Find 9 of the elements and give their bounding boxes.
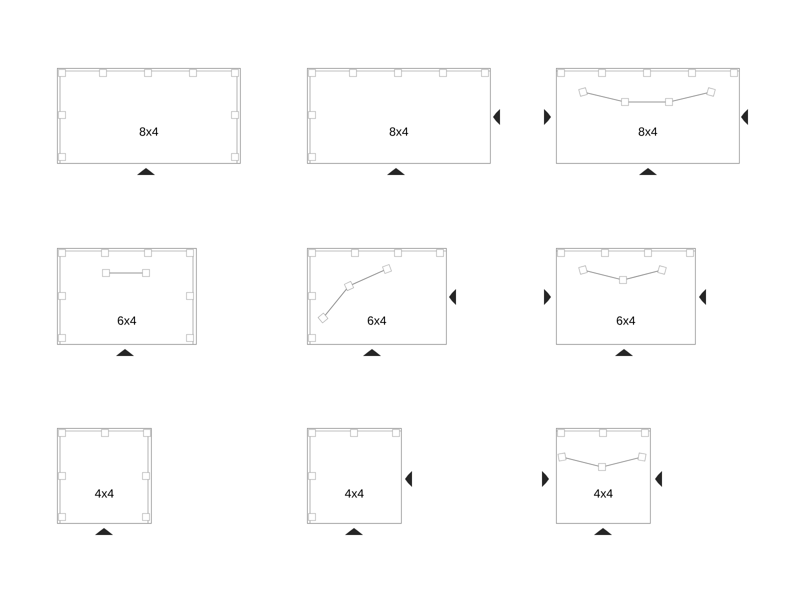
booth-box: 4x4 [556,428,651,524]
booth-box: 6x4 [57,248,197,345]
booth-box: 4x4 [57,428,152,524]
booth-box: 4x4 [307,428,402,524]
booth-box: 8x4 [556,68,740,164]
booth-box: 6x4 [307,248,447,345]
booth-box: 8x4 [307,68,491,164]
booth-box: 6x4 [556,248,696,345]
booth-box: 8x4 [57,68,241,164]
